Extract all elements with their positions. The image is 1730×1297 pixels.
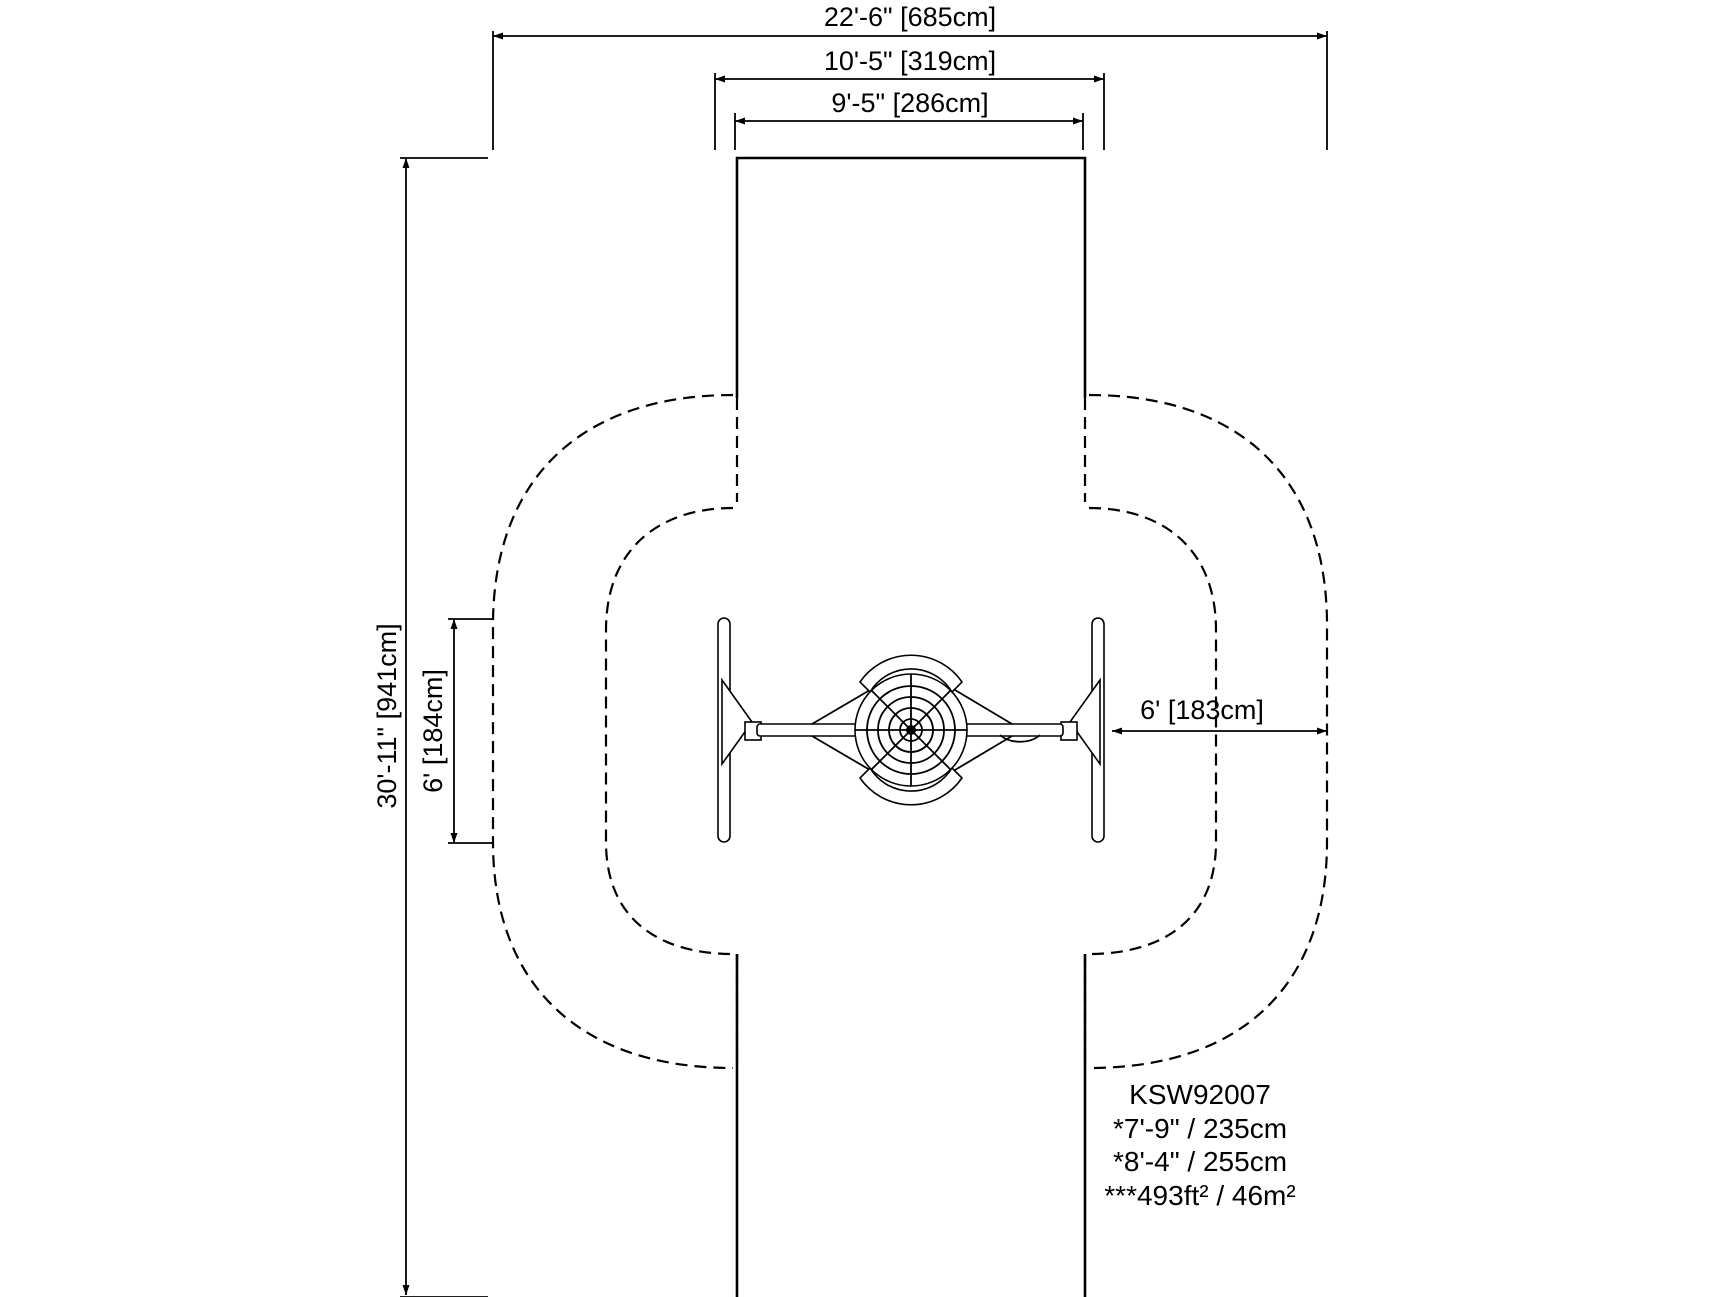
left-leg-frame — [717, 617, 762, 843]
outer-width-dimension: 10'-5" [319cm] — [714, 46, 1105, 150]
swing-structure — [717, 617, 1105, 843]
inner-width-dimension: 9'-5" [286cm] — [734, 88, 1084, 150]
overall-length-label: 30'-11" [941cm] — [372, 623, 402, 808]
suspension-chains — [811, 689, 1041, 771]
side-zone-dashed-right — [1088, 393, 1329, 1070]
product-info: KSW92007 *7'-9" / 235cm *8'-4" / 255cm *… — [1104, 1079, 1295, 1211]
side-clearance-dimension: 6' [183cm] — [1112, 695, 1327, 735]
nest-swing-seat — [854, 654, 968, 806]
overall-length-dimension: 30'-11" [941cm] — [372, 157, 488, 1297]
height-spec-1: *7'-9" / 235cm — [1113, 1113, 1287, 1144]
use-zone-outline — [735, 156, 1087, 1297]
outer-width-label: 10'-5" [319cm] — [824, 46, 996, 76]
inner-width-label: 9'-5" [286cm] — [831, 88, 988, 118]
side-clearance-label: 6' [183cm] — [1140, 695, 1264, 725]
right-leg-frame — [1060, 617, 1105, 843]
overall-width-label: 22'-6" [685cm] — [824, 2, 996, 32]
swing-span-dimension: 6' [184cm] — [418, 618, 492, 844]
side-zone-dashed-left — [491, 393, 734, 1070]
overall-width-dimension: 22'-6" [685cm] — [492, 2, 1328, 150]
swing-span-label: 6' [184cm] — [418, 669, 448, 793]
area-spec: ***493ft² / 46m² — [1104, 1180, 1295, 1211]
height-spec-2: *8'-4" / 255cm — [1113, 1146, 1287, 1177]
model-number: KSW92007 — [1129, 1079, 1271, 1110]
